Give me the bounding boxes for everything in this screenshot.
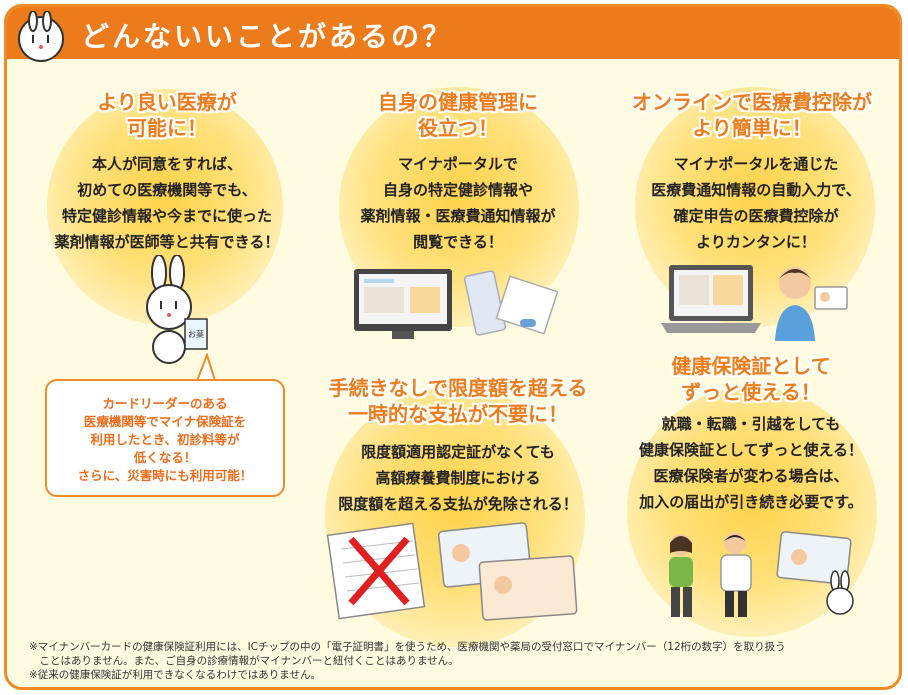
section-4-title-line: 手続きなしで限度額を超える [328, 376, 588, 400]
section-1-body: 本人が同意をすれば、 初めての医療機関等でも、 特定健診情報や今までに使った 薬… [17, 151, 317, 255]
footnotes: ※マイナンバーカードの健康保険証利用には、ICチップの中の「電子証明書」を使うた… [29, 640, 889, 682]
section-3-body-line: よりカンタンに！ [696, 233, 816, 251]
section-3-title-line: オンラインで医療費控除が [632, 90, 872, 114]
section-1-body-line: 特定健診情報や今までに使った [61, 207, 272, 225]
monitor-and-medicine-icon [354, 269, 559, 339]
section-1-title-line: より良い医療が [97, 90, 237, 114]
page-title: どんないいことがあるの？ [81, 20, 454, 53]
footnote: ※マイナンバーカードの健康保険証利用には、ICチップの中の「電子証明書」を使うた… [29, 641, 786, 653]
section-2-title-line: 役立つ！ [418, 116, 498, 140]
section-2-body: マイナポータルで 自身の特定健診情報や 薬剤情報・医療費通知情報が 閲覧できる！ [313, 151, 603, 255]
section-4-body-line: 限度額適用認定証がなくても [361, 443, 555, 461]
section-5-title-line: ずっと使える！ [681, 380, 821, 404]
footnote: ※従来の健康保険証が利用できなくなるわけではありません。 [29, 669, 321, 681]
section-5-body-line: 健康保険証としてずっと使える！ [638, 441, 864, 459]
callout-line: さらに、災害時にも利用可能！ [77, 468, 253, 483]
mascot-rabbit-icon: お薬 [146, 255, 208, 364]
section-5-body: 就職・転職・引越をしても 健康保険証としてずっと使える！ 医療保険者が変わる場合… [601, 411, 899, 515]
callout-line: カードリーダーのある [102, 396, 228, 411]
callout-line: 低くなる！ [133, 450, 197, 465]
section-3-body-line: マイナポータルを通じた [673, 155, 839, 173]
callout-box: カードリーダーのある 医療機関等でマイナ保険証を 利用したとき、初診料等が 低く… [45, 379, 285, 497]
section-5-title-line: 健康保険証として [671, 354, 831, 378]
callout-line: 利用したとき、初診料等が [90, 432, 240, 447]
section-2-body-line: 薬剤情報・医療費通知情報が [360, 207, 556, 225]
section-1-body-line: 本人が同意をすれば、 [91, 155, 242, 173]
section-3-body-line: 医療費通知情報の自動入力で、 [651, 181, 861, 199]
section-3-title: オンラインで医療費控除が より簡単に！ [597, 89, 899, 141]
section-4-body-line: 高額療養費制度における [375, 469, 541, 487]
mascot-rabbit-icon [18, 11, 64, 62]
section-2-title-line: 自身の健康管理に [378, 90, 538, 114]
section-2-body-line: マイナポータルで [398, 155, 518, 173]
doctor-and-patient-icon [669, 531, 854, 617]
content-panel: どんないいことがあるの？ より良い医療が 可能に！ 本人が同意をすれば、 初めて… [4, 4, 902, 690]
section-4-title: 手続きなしで限度額を超える 一時的な支払が不要に！ [293, 375, 623, 427]
header-bar: どんないいことがあるの？ [7, 7, 899, 62]
section-3-body: マイナポータルを通じた 医療費通知情報の自動入力で、 確定申告の医療費控除が よ… [611, 151, 899, 255]
section-2-body-line: 閲覧できる！ [413, 233, 503, 251]
section-4-title-line: 一時的な支払が不要に！ [348, 402, 568, 426]
section-1-title: より良い医療が 可能に！ [27, 89, 307, 141]
callout-line: 医療機関等でマイナ保険証を [83, 414, 247, 429]
section-4-body: 限度額適用認定証がなくても 高額療養費制度における 限度額を超える支払が免除され… [303, 439, 613, 517]
section-5-body-line: 医療保険者が変わる場合は、 [653, 467, 849, 485]
section-3-title-line: より簡単に！ [692, 116, 812, 140]
card-label: お薬 [188, 329, 204, 339]
section-2-body-line: 自身の特定健診情報や [382, 181, 533, 199]
crossed-document-and-cards-icon [326, 522, 578, 621]
section-1-body-line: 初めての医療機関等でも、 [77, 181, 257, 199]
section-1-body-line: 薬剤情報が医師等と共有できる！ [54, 233, 280, 251]
section-3-body-line: 確定申告の医療費控除が [673, 207, 839, 225]
footnote: ことはありません。また、ご自身の診療情報がマイナンバーと紐付くことはありません。 [29, 655, 459, 667]
laptop-and-person-icon [661, 265, 848, 341]
section-5-body-line: 加入の届出が引き続き必要です。 [639, 493, 863, 511]
section-5-body-line: 就職・転職・引越をしても [661, 415, 841, 433]
section-2-title: 自身の健康管理に 役立つ！ [323, 89, 593, 141]
section-1-title-line: 可能に！ [127, 116, 207, 140]
section-4-body-line: 限度額を超える支払が免除される！ [338, 495, 578, 513]
section-5-title: 健康保険証として ずっと使える！ [611, 353, 891, 405]
